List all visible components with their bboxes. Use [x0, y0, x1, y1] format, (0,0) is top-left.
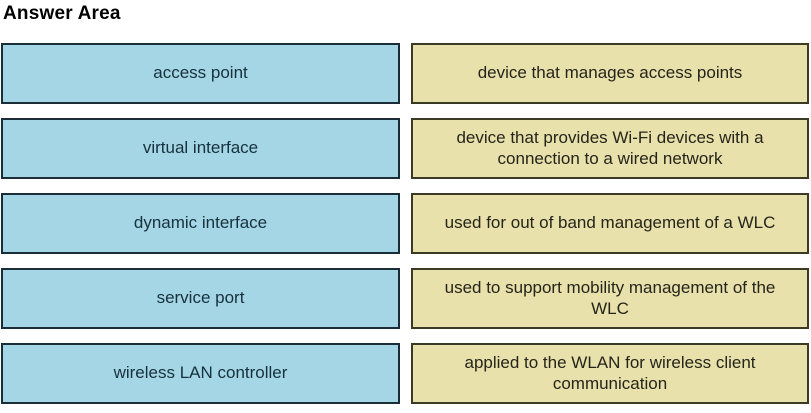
definition-box-manages-access-points[interactable]: device that manages access points	[411, 43, 809, 104]
term-box-service-port[interactable]: service port	[1, 268, 400, 329]
term-box-wireless-lan-controller[interactable]: wireless LAN controller	[1, 343, 400, 404]
page-title: Answer Area	[3, 3, 121, 24]
definition-box-out-of-band-management[interactable]: used for out of band management of a WLC	[411, 193, 809, 254]
definition-box-wifi-wired-connection[interactable]: device that provides Wi-Fi devices with …	[411, 118, 809, 179]
term-box-virtual-interface[interactable]: virtual interface	[1, 118, 400, 179]
term-label: access point	[153, 63, 248, 83]
definition-label: device that manages access points	[477, 63, 743, 83]
definition-box-wlan-client-communication[interactable]: applied to the WLAN for wireless client …	[411, 343, 809, 404]
term-label: wireless LAN controller	[113, 363, 288, 383]
term-label: service port	[156, 288, 245, 308]
definition-label: applied to the WLAN for wireless client …	[464, 352, 756, 393]
match-grid: access point device that manages access …	[1, 43, 809, 404]
definition-label: device that provides Wi-Fi devices with …	[456, 127, 764, 168]
definition-label: used to support mobility management of t…	[444, 277, 776, 318]
definition-label: used for out of band management of a WLC	[444, 213, 776, 233]
term-label: dynamic interface	[133, 213, 268, 233]
definition-box-mobility-management[interactable]: used to support mobility management of t…	[411, 268, 809, 329]
term-box-access-point[interactable]: access point	[1, 43, 400, 104]
term-label: virtual interface	[142, 138, 259, 158]
term-box-dynamic-interface[interactable]: dynamic interface	[1, 193, 400, 254]
